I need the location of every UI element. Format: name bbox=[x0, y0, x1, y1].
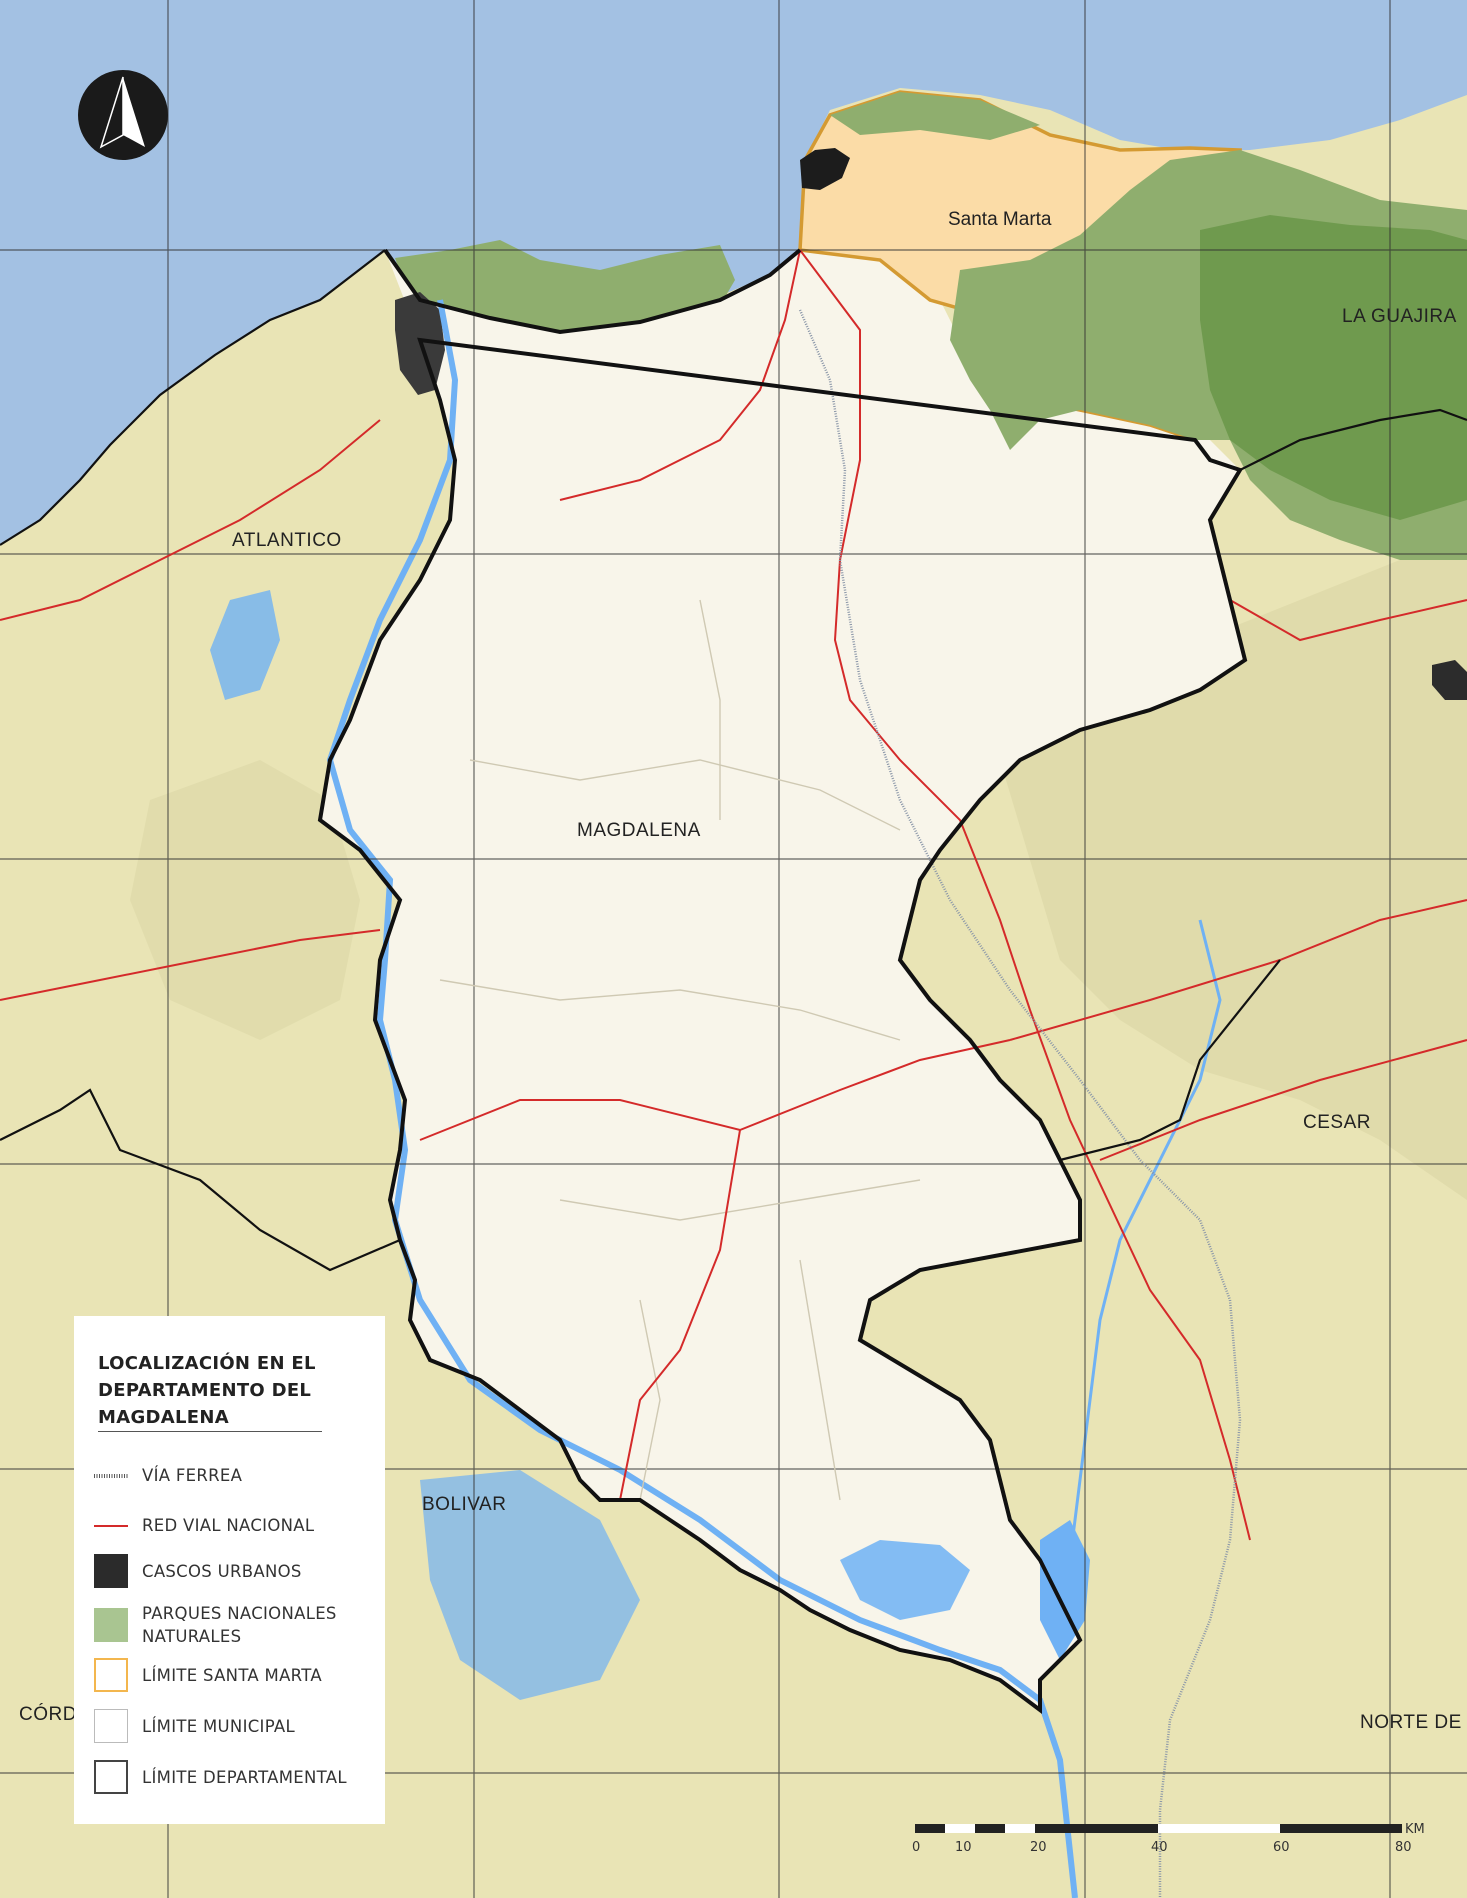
scale-tick-10: 10 bbox=[955, 1840, 972, 1855]
municipal-limit-swatch bbox=[94, 1709, 128, 1743]
wetlands-zapatosa bbox=[1040, 1520, 1090, 1660]
relief-shade-west bbox=[130, 760, 360, 1040]
park-sierra-dark bbox=[1200, 215, 1467, 520]
north-arrow-icon bbox=[77, 69, 169, 161]
wetlands-atlantico bbox=[210, 590, 280, 700]
legend-label: LÍMITE SANTA MARTA bbox=[142, 1666, 322, 1685]
scale-tick-60: 60 bbox=[1273, 1840, 1290, 1855]
scale-tick-0: 0 bbox=[912, 1840, 920, 1855]
department-limit-others bbox=[0, 249, 1467, 1272]
legend-title: LOCALIZACIÓN EN EL DEPARTAMENTO DEL MAGD… bbox=[98, 1353, 316, 1428]
scale-tick-80: 80 bbox=[1395, 1840, 1412, 1855]
departmental-limit-swatch bbox=[94, 1760, 128, 1794]
legend-label: LÍMITE MUNICIPAL bbox=[142, 1717, 295, 1736]
national-park-swatch bbox=[94, 1608, 128, 1642]
department-limit-magdalena bbox=[317, 248, 1248, 1714]
legend-label: PARQUES NACIONALES NATURALES bbox=[142, 1604, 337, 1646]
legend-panel: LOCALIZACIÓN EN EL DEPARTAMENTO DEL MAGD… bbox=[74, 1316, 385, 1824]
legend-label: RED VIAL NACIONAL bbox=[142, 1516, 315, 1535]
department-magdalena bbox=[320, 250, 1245, 1710]
wetlands-bolivar bbox=[420, 1470, 640, 1700]
wetlands-south bbox=[840, 1540, 970, 1620]
river-cesar bbox=[1058, 919, 1222, 1641]
river-magdalena bbox=[326, 299, 1078, 1898]
legend-divider bbox=[98, 1431, 322, 1432]
santa-marta-limit-swatch bbox=[94, 1658, 128, 1692]
scale-bar: 0 10 20 40 60 80 KM bbox=[912, 1820, 1425, 1880]
urban-area-swatch bbox=[94, 1554, 128, 1588]
railway-line-icon bbox=[94, 1474, 128, 1478]
railway bbox=[798, 309, 1242, 1898]
legend-label: LÍMITE DEPARTAMENTAL bbox=[142, 1768, 347, 1787]
urban-valledupar bbox=[1432, 660, 1467, 700]
road-line-icon bbox=[94, 1525, 128, 1527]
municipal-limits bbox=[439, 599, 921, 1501]
scale-tick-20: 20 bbox=[1030, 1840, 1047, 1855]
legend-label: VÍA FERREA bbox=[142, 1466, 243, 1485]
scale-unit: KM bbox=[1405, 1822, 1425, 1837]
legend-label: CASCOS URBANOS bbox=[142, 1562, 302, 1581]
urban-santa-marta bbox=[800, 148, 850, 190]
park-tayrona bbox=[830, 92, 1040, 140]
scale-tick-40: 40 bbox=[1151, 1840, 1168, 1855]
